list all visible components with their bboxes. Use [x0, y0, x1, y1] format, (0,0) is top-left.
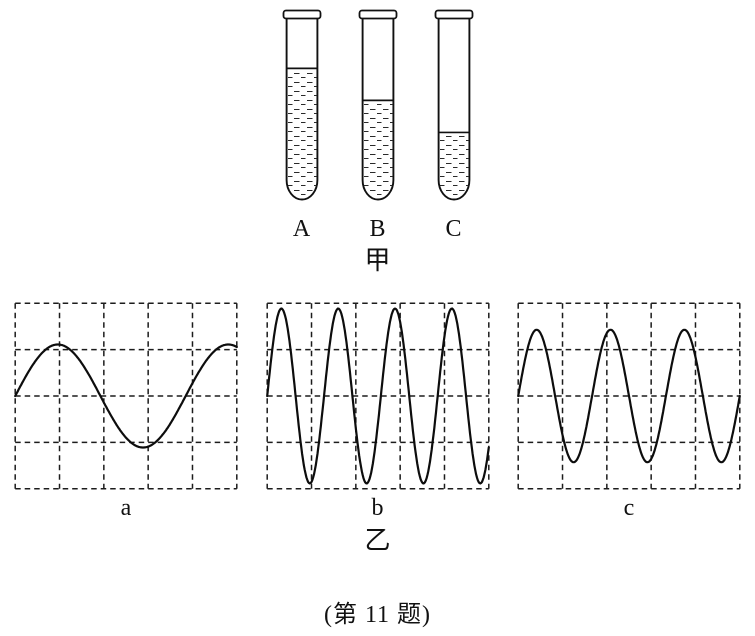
- test-tube-c-drawing: [434, 9, 473, 201]
- tube-label-c: C: [445, 216, 462, 242]
- test-tube-b-drawing: [358, 9, 397, 201]
- figure-caption: (第 11 题): [323, 601, 432, 628]
- test-tube-a: A: [280, 8, 324, 242]
- tube-body: [285, 18, 318, 201]
- waveform-panel-a: a: [14, 302, 238, 521]
- tube-label-a: A: [292, 216, 311, 242]
- tube-rim: [434, 9, 473, 20]
- waveform-curve: [14, 343, 238, 449]
- tube-body: [361, 18, 394, 201]
- wave-label-c: c: [623, 495, 635, 522]
- test-tube-a-drawing: [282, 9, 321, 201]
- tube-rim: [358, 9, 397, 20]
- test-tube-c: C: [432, 8, 476, 242]
- waves-group-label: 乙: [364, 525, 391, 555]
- waveform-b-chart: [265, 302, 490, 490]
- tube-rim: [282, 9, 321, 20]
- waveform-curve: [517, 328, 741, 464]
- dashed-grid: [265, 302, 490, 490]
- tube-label-b: B: [369, 216, 386, 242]
- test-tube-b: B: [356, 8, 400, 242]
- tube-body: [437, 18, 470, 201]
- waveform-curve: [265, 307, 490, 485]
- dashed-grid: [14, 302, 238, 490]
- waveforms-group: a b c: [0, 302, 755, 521]
- wave-label-b: b: [371, 495, 384, 522]
- waveform-panel-c: c: [517, 302, 741, 521]
- water-hatch: [438, 134, 469, 199]
- water-hatch: [286, 70, 317, 199]
- waveform-a-chart: [14, 302, 238, 490]
- tubes-group-label: 甲: [364, 246, 391, 276]
- test-tubes-group: A B: [0, 0, 755, 242]
- waveform-panel-b: b: [265, 302, 490, 522]
- waveform-c-chart: [517, 302, 741, 490]
- water-hatch: [362, 102, 393, 199]
- wave-label-a: a: [120, 495, 132, 522]
